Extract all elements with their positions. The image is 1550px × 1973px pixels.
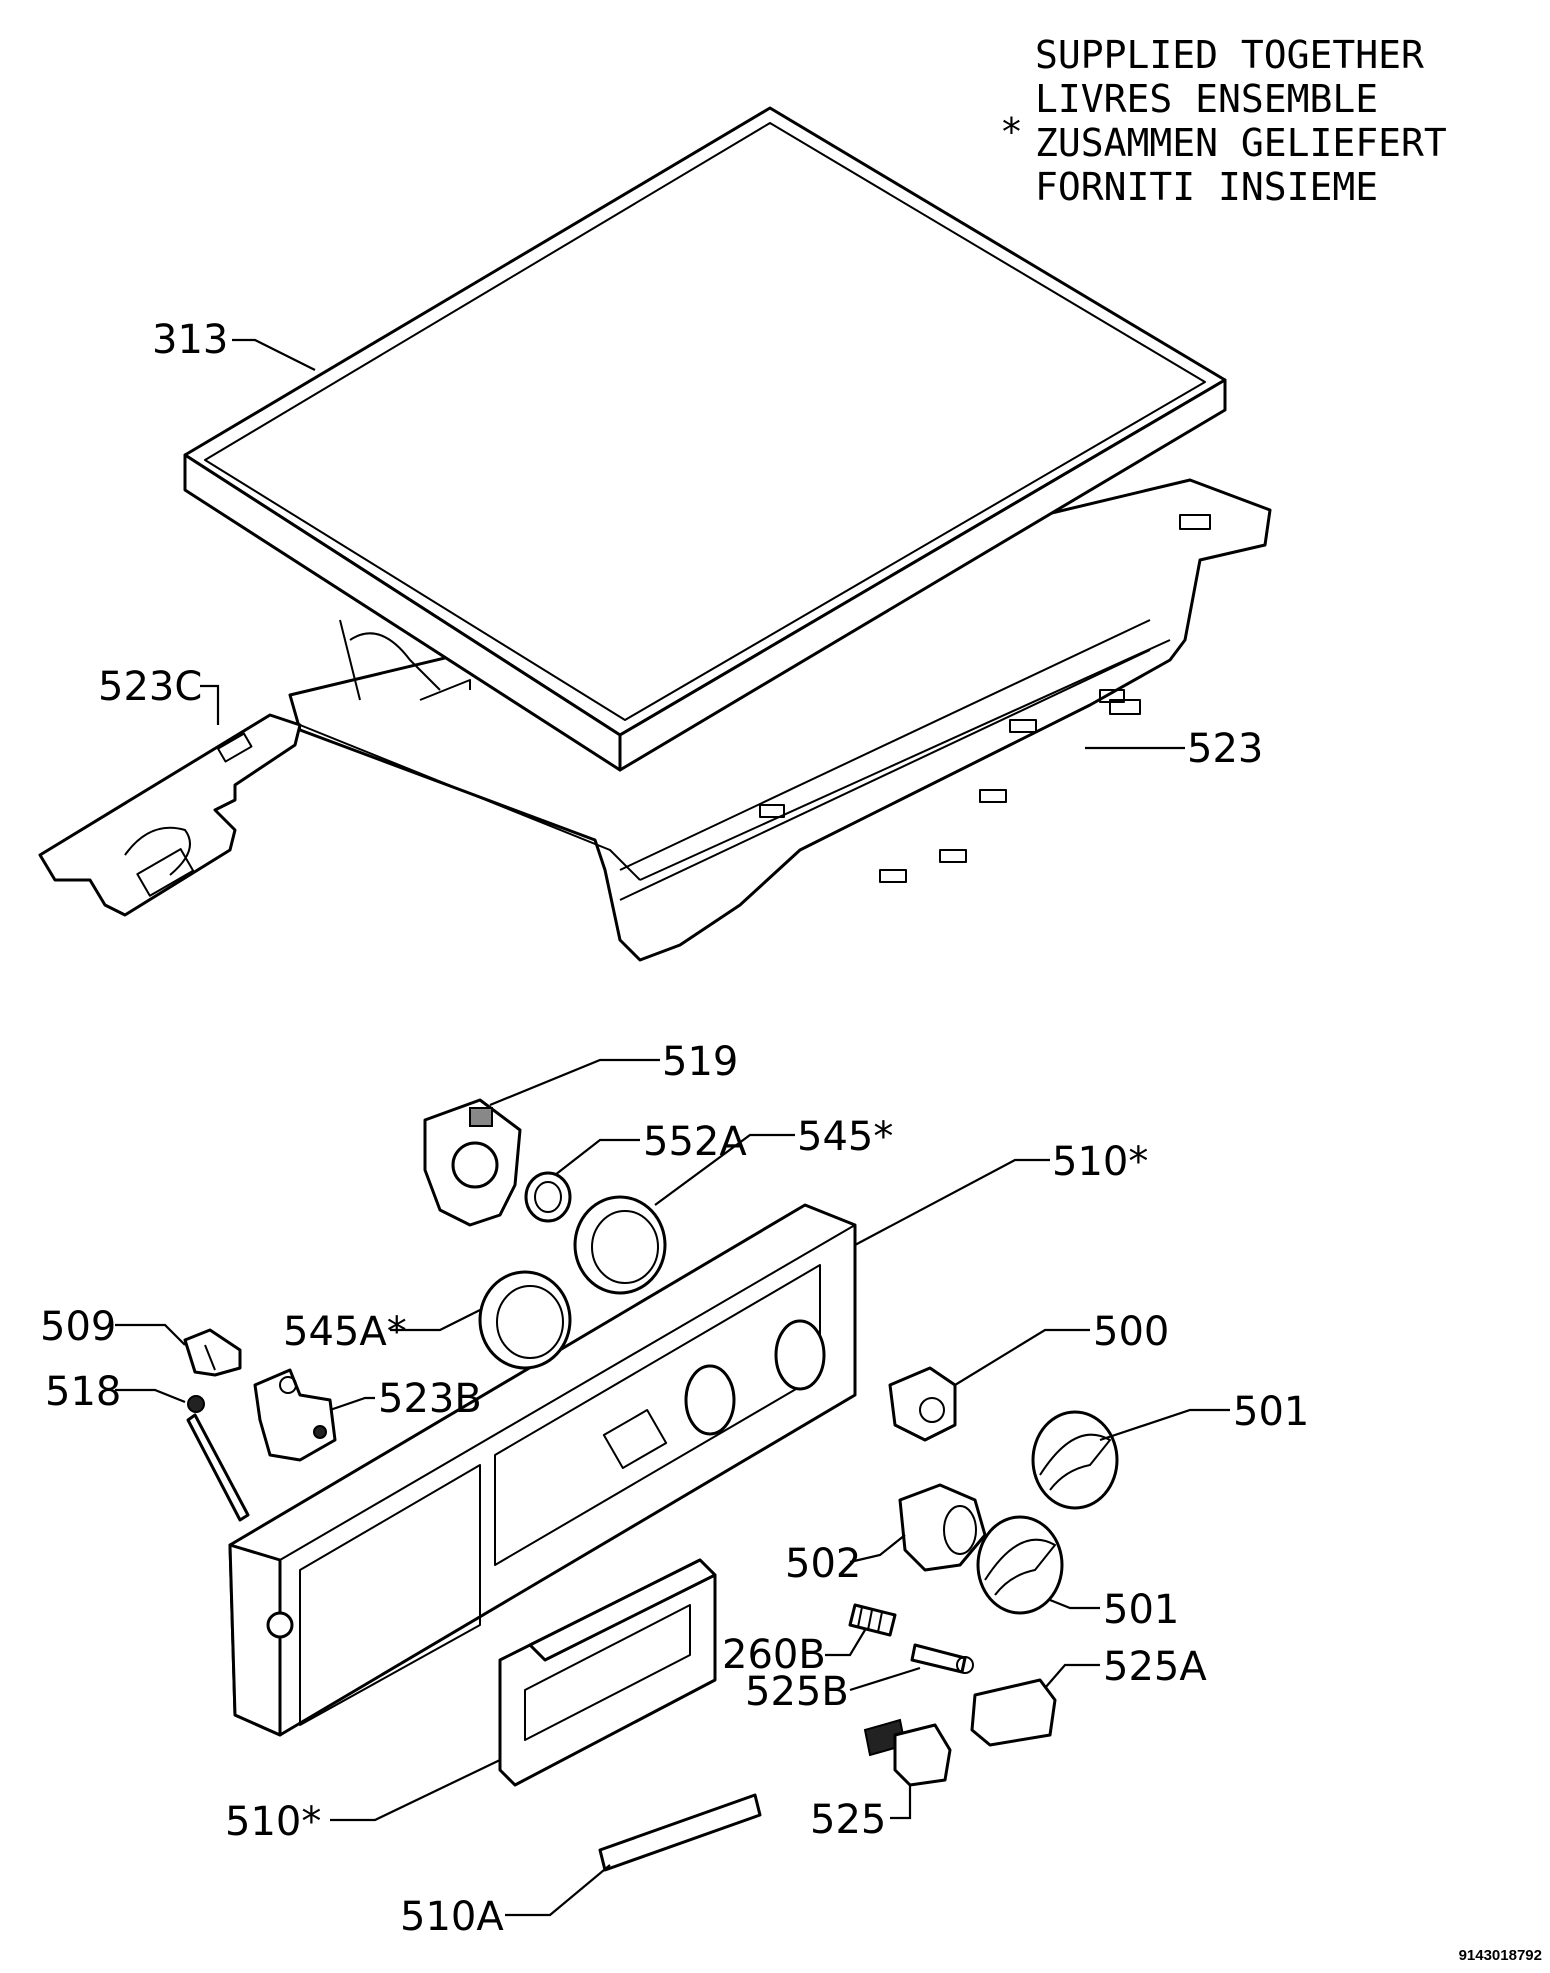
- label-313: 313: [152, 317, 228, 363]
- label-523: 523: [1187, 726, 1263, 772]
- label-518: 518: [45, 1369, 121, 1415]
- label-552a: 552A: [643, 1119, 747, 1165]
- label-519: 519: [662, 1039, 738, 1085]
- label-525: 525: [810, 1797, 886, 1843]
- legend-line-de: ZUSAMMEN GELIEFERT: [1035, 121, 1447, 165]
- part-525b-pin: [910, 1643, 974, 1674]
- part-523c-bracket: [38, 713, 302, 917]
- part-500-shaft: [888, 1366, 957, 1442]
- label-500: 500: [1093, 1309, 1169, 1355]
- part-labels: 313 523C 523 519 552A 545* 510* 509 545A…: [40, 317, 1309, 1940]
- part-313-worktop: [183, 106, 1227, 772]
- label-545-star: 545*: [797, 1114, 893, 1160]
- legend-symbol: *: [1000, 110, 1023, 154]
- part-552a-nut: [524, 1171, 572, 1223]
- label-509: 509: [40, 1304, 116, 1350]
- part-519-holder: [423, 1098, 522, 1227]
- legend: * SUPPLIED TOGETHER LIVRES ENSEMBLE ZUSA…: [1000, 33, 1447, 209]
- label-525b: 525B: [745, 1669, 849, 1715]
- part-525a-cap: [970, 1678, 1057, 1747]
- part-510a-plate: [598, 1793, 762, 1872]
- label-510-star-bottom: 510*: [225, 1799, 321, 1845]
- part-501-knob-lower: [976, 1515, 1064, 1615]
- label-501-top: 501: [1233, 1389, 1309, 1435]
- part-545-knob: [573, 1195, 667, 1295]
- part-510-drawer-handle: [498, 1558, 717, 1787]
- part-525-button: [863, 1718, 952, 1787]
- label-260b: 260B: [722, 1632, 826, 1678]
- leader-lines: [115, 338, 1230, 1917]
- part-260b-spring: [848, 1603, 897, 1637]
- part-523-frame: [288, 478, 1272, 962]
- legend-line-en: SUPPLIED TOGETHER: [1035, 33, 1424, 77]
- label-523c: 523C: [98, 664, 202, 710]
- legend-line-it: FORNITI INSIEME: [1035, 165, 1378, 209]
- part-509-clip: [183, 1328, 242, 1377]
- part-510-control-panel: [228, 1203, 857, 1737]
- label-510a: 510A: [400, 1894, 504, 1940]
- label-523b: 523B: [378, 1376, 482, 1422]
- label-502: 502: [785, 1541, 861, 1587]
- label-525a: 525A: [1103, 1644, 1207, 1690]
- part-545a-knob: [478, 1270, 572, 1370]
- label-545a-star: 545A*: [283, 1309, 407, 1355]
- part-523b-switch: [253, 1368, 337, 1462]
- document-number: 9143018792: [1459, 1947, 1542, 1964]
- label-501-bottom: 501: [1103, 1587, 1179, 1633]
- part-502-selector: [898, 1483, 987, 1572]
- part-501-knob-upper: [1031, 1410, 1119, 1510]
- label-510-star-top: 510*: [1052, 1139, 1148, 1185]
- part-518-rod: [186, 1395, 250, 1522]
- legend-line-fr: LIVRES ENSEMBLE: [1035, 77, 1378, 121]
